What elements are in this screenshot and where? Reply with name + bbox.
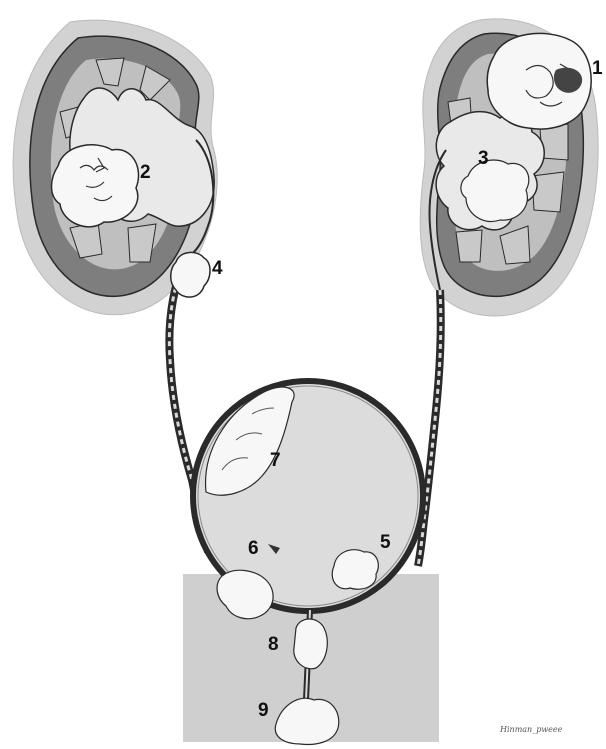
right-kidney [420, 19, 598, 316]
label-5: 5 [380, 532, 391, 553]
label-9: 9 [258, 700, 269, 721]
label-8: 8 [268, 634, 279, 655]
right-pyramid-3 [532, 172, 564, 212]
right-pyramid-5 [456, 230, 482, 262]
tumor-5-bladder-wall [332, 550, 378, 590]
label-1: 1 [592, 58, 603, 79]
illustrator-credit: Hinman_pweee [499, 725, 563, 734]
tumor-4-ureter [171, 252, 210, 297]
label-7: 7 [270, 450, 281, 471]
label-3: 3 [478, 148, 489, 169]
label-6: 6 [248, 538, 259, 559]
tumor-8-urethra [294, 619, 327, 669]
label-2: 2 [140, 162, 151, 183]
tumor-2-renal-pelvis [52, 145, 139, 227]
label-4: 4 [212, 258, 223, 279]
